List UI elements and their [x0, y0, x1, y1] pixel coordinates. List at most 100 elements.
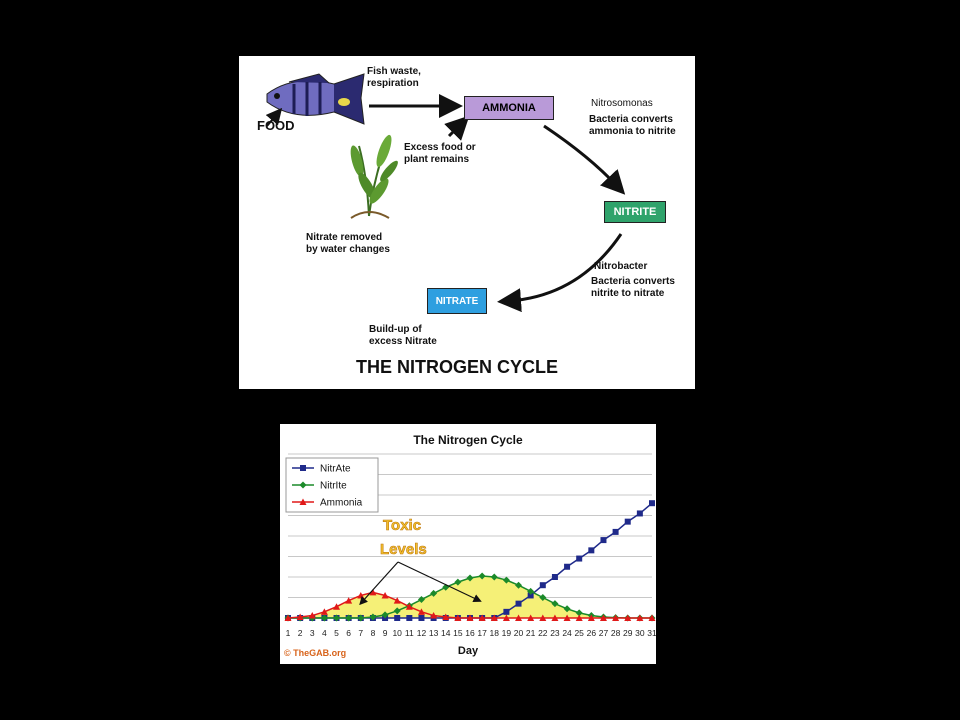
fish-icon — [266, 73, 365, 125]
x-tick-label: 14 — [441, 628, 451, 638]
toxic-levels-label: Toxic — [383, 517, 421, 534]
x-tick-label: 15 — [453, 628, 463, 638]
x-tick-label: 10 — [392, 628, 402, 638]
nitrite-box: NITRITE — [604, 201, 666, 223]
diagram-title: THE NITROGEN CYCLE — [356, 357, 559, 377]
point-nitrite — [333, 614, 341, 622]
point-nitrate — [527, 592, 534, 599]
point-nitrite — [357, 614, 365, 622]
point-nitrate — [649, 500, 655, 507]
point-ammonia — [612, 614, 620, 621]
x-tick-label: 20 — [514, 628, 524, 638]
food-arrow — [265, 107, 283, 127]
point-ammonia — [369, 588, 377, 596]
nitrobacter-label: Nitrobacter — [594, 261, 648, 272]
point-ammonia — [575, 614, 583, 621]
point-nitrite — [527, 587, 535, 595]
point-nitrite — [551, 600, 559, 608]
point-nitrite — [417, 596, 425, 604]
point-ammonia — [381, 591, 389, 599]
excess-food-label: Excess food or plant remains — [404, 142, 476, 165]
x-tick-label: 7 — [358, 628, 363, 638]
ammonia-box: AMMONIA — [464, 96, 554, 120]
x-axis-label: Day — [458, 645, 479, 657]
point-ammonia — [345, 597, 353, 604]
nitrate-box: NITRATE — [427, 288, 487, 314]
x-tick-label: 9 — [383, 628, 388, 638]
point-ammonia — [393, 597, 401, 604]
point-nitrite — [369, 613, 377, 621]
point-nitrate — [551, 574, 558, 580]
point-nitrate — [539, 582, 546, 589]
point-ammonia — [478, 614, 486, 621]
x-tick-label: 31 — [647, 628, 656, 638]
toxic-arrow-ammonia — [359, 561, 399, 606]
point-ammonia — [587, 614, 595, 621]
point-ammonia — [466, 614, 474, 621]
x-tick-label: 2 — [298, 628, 303, 638]
point-ammonia — [320, 608, 328, 615]
point-nitrite — [502, 576, 510, 584]
point-nitrate — [576, 555, 583, 562]
point-nitrite — [563, 605, 571, 613]
toxic-arrow-nitrite — [397, 561, 482, 602]
legend-marker — [299, 498, 307, 505]
point-ammonia — [417, 608, 425, 615]
diagram-graphics — [265, 73, 626, 313]
point-nitrite — [345, 614, 353, 622]
point-ammonia — [405, 603, 413, 610]
nitrosomonas-label: Nitrosomonas — [591, 98, 653, 109]
x-tick-label: 5 — [334, 628, 339, 638]
point-ammonia — [515, 614, 523, 621]
x-tick-label: 27 — [599, 628, 609, 638]
nitrobacter-desc: Bacteria converts nitrite to nitrate — [591, 276, 675, 299]
x-tick-label: 6 — [346, 628, 351, 638]
x-tick-label: 29 — [623, 628, 633, 638]
point-nitrite — [454, 578, 462, 586]
point-nitrate — [394, 615, 401, 621]
nitrite-to-nitrate-arrow — [497, 233, 623, 313]
point-nitrite — [575, 609, 583, 617]
nitrosomonas-desc: Bacteria converts ammonia to nitrite — [589, 114, 676, 137]
point-nitrite — [393, 607, 401, 615]
x-tick-label: 12 — [417, 628, 427, 638]
x-tick-label: 11 — [405, 628, 414, 638]
point-ammonia — [551, 614, 559, 621]
x-tick-label: 24 — [562, 628, 572, 638]
point-nitrate — [515, 600, 522, 607]
x-tick-label: 1 — [286, 628, 291, 638]
point-nitrite — [381, 611, 389, 619]
legend-label: Ammonia — [320, 498, 363, 509]
x-tick-label: 8 — [371, 628, 376, 638]
point-nitrate — [600, 537, 607, 544]
point-nitrite — [466, 574, 474, 582]
point-ammonia — [563, 614, 571, 621]
point-nitrate — [624, 518, 631, 525]
buildup-label: Build-up of excess Nitrate — [369, 324, 437, 347]
fish-waste-label: Fish waste, respiration — [367, 66, 421, 89]
legend-marker — [299, 481, 307, 489]
x-tick-label: 3 — [310, 628, 315, 638]
x-tick-label: 13 — [429, 628, 439, 638]
ammonia-to-nitrite-arrow — [543, 124, 626, 195]
point-ammonia — [454, 614, 462, 621]
x-tick-label: 16 — [465, 628, 475, 638]
point-ammonia — [296, 613, 304, 620]
point-nitrate — [636, 510, 643, 517]
x-tick-label: 25 — [574, 628, 584, 638]
excess-food-arrow — [444, 115, 470, 141]
x-tick-label: 18 — [490, 628, 500, 638]
point-nitrite — [539, 594, 547, 601]
legend-label: NitrAte — [320, 464, 351, 475]
point-ammonia — [636, 614, 644, 621]
point-nitrite — [478, 572, 486, 580]
point-ammonia — [442, 613, 450, 620]
toxic-area-ammonia — [288, 592, 652, 618]
food-label: FOOD — [257, 118, 295, 133]
point-ammonia — [502, 614, 510, 621]
nitrogen-cycle-diagram: FOOD Fish waste, respiration Excess food… — [239, 56, 695, 389]
point-ammonia — [599, 614, 607, 621]
legend-marker — [300, 465, 306, 471]
point-ammonia — [527, 614, 535, 621]
